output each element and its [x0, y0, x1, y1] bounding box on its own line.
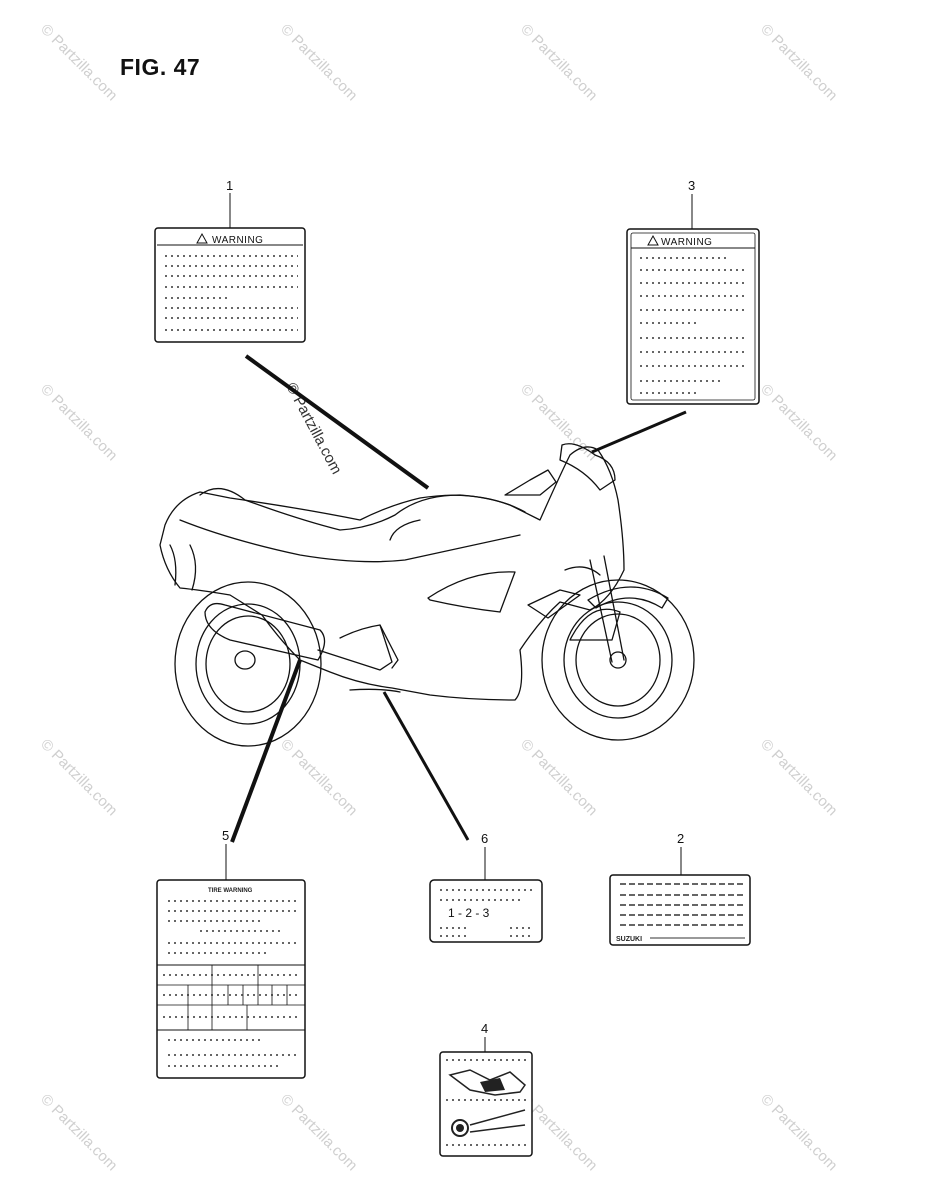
watermark: © Partzilla.com	[757, 1091, 840, 1174]
watermark: © Partzilla.com	[37, 381, 120, 464]
watermark: © Partzilla.com	[757, 21, 840, 104]
schematic-component	[451, 1119, 469, 1137]
fairing-detail	[564, 566, 601, 576]
callout-number: 1	[226, 178, 233, 193]
label-1-warning: WARNING	[154, 227, 306, 343]
label-header: TIRE WARNING	[208, 888, 253, 894]
watermark: © Partzilla.com	[517, 736, 600, 819]
rear-tire	[174, 581, 322, 747]
fairing-line	[179, 519, 521, 563]
callout-number: 4	[481, 1021, 488, 1036]
watermark: © Partzilla.com	[37, 736, 120, 819]
callout-number: 2	[677, 831, 684, 846]
watermark: © Partzilla.com	[37, 1091, 120, 1174]
exhaust-pipe	[317, 624, 393, 671]
label-3-warning: WARNING	[626, 228, 760, 405]
front-fork	[589, 555, 625, 663]
tank-line	[389, 519, 421, 541]
label-2-info: SUZUKI	[609, 874, 751, 946]
callout-3: 3	[688, 178, 695, 229]
watermark: © Partzilla.com	[277, 736, 360, 819]
figure-title: FIG. 47	[120, 54, 201, 80]
callout-5: 5	[222, 828, 229, 880]
leader-line-3	[591, 410, 687, 454]
callout-4: 4	[481, 1021, 488, 1052]
front-brake-caliper	[569, 608, 621, 641]
callout-number: 6	[481, 831, 488, 846]
exhaust-bracket	[379, 624, 399, 669]
watermark-dark: © Partzilla.com	[282, 380, 344, 477]
warning-triangle-icon	[647, 234, 659, 246]
tail-detail	[169, 544, 197, 591]
callout-number: 3	[688, 178, 695, 193]
callout-1: 1	[226, 178, 233, 228]
watermark: © Partzilla.com	[757, 736, 840, 819]
callout-2: 2	[677, 831, 684, 875]
label-header: WARNING	[661, 237, 712, 248]
underbody-line	[349, 688, 401, 693]
gear-numbers: 1 - 2 - 3	[448, 906, 490, 920]
label-5-tire-warning: TIRE WARNING	[156, 879, 306, 1079]
label-header: WARNING	[212, 235, 263, 246]
handlebar	[504, 469, 557, 496]
front-rim-inner	[575, 613, 661, 707]
muffler	[204, 602, 326, 661]
schematic-fill	[480, 1078, 505, 1092]
lower-fairing-vent	[527, 589, 581, 619]
schematic-component-core	[456, 1124, 464, 1132]
front-rim	[563, 601, 673, 719]
schematic-outline	[448, 1069, 527, 1096]
leader-line-6	[382, 691, 470, 841]
label-4-schematic	[439, 1051, 533, 1157]
watermark: © Partzilla.com	[757, 381, 840, 464]
leader-lines	[230, 354, 687, 843]
motorcycle-illustration	[159, 443, 695, 747]
seat-tank	[199, 488, 526, 531]
leader-line-5	[230, 659, 302, 843]
label-6-gear-shift: 1 - 2 - 3	[429, 879, 543, 943]
rear-hub	[234, 650, 256, 670]
leader-line-1	[244, 354, 430, 490]
watermark: © Partzilla.com	[277, 21, 360, 104]
watermark: © Partzilla.com	[37, 21, 120, 104]
rear-rim-inner	[205, 615, 291, 713]
callout-6: 6	[481, 831, 488, 880]
watermark: © Partzilla.com	[517, 381, 600, 464]
warning-triangle-icon	[196, 232, 208, 244]
brand-text: SUZUKI	[616, 936, 642, 943]
front-tire	[541, 579, 695, 741]
watermark: © Partzilla.com	[277, 1091, 360, 1174]
callout-number: 5	[222, 828, 229, 843]
watermark: © Partzilla.com	[517, 21, 600, 104]
side-panel	[427, 571, 516, 613]
windscreen	[559, 443, 616, 491]
front-hub	[609, 651, 627, 669]
